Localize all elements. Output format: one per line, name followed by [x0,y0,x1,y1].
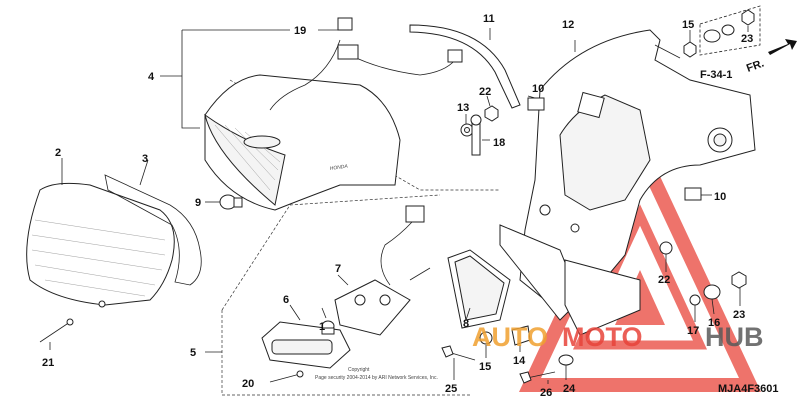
dashed-frame-5 [221,310,470,396]
leader-F34 [654,44,681,59]
callout-23b: 23 [733,309,745,321]
callout-21: 21 [42,357,54,369]
bolt-13 [460,123,474,137]
diagram-code: MJA4F3601 [718,383,779,395]
watermark-text: AUTO MOTO HUB [472,322,764,352]
bulb-9 [205,194,243,210]
callout-2: 2 [55,147,61,159]
nut-15-top [683,41,697,58]
license-lens [261,321,351,369]
wire-harness [269,17,463,111]
clip-14 [511,325,531,346]
callout-8: 8 [463,318,469,330]
callout-18: 18 [493,137,505,149]
harness-stay [409,24,521,109]
callout-24: 24 [563,383,576,395]
taillight-housing: HONDA [204,74,401,211]
callout-10b: 10 [714,191,726,203]
callout-16: 16 [708,317,720,329]
license-connector [405,205,425,223]
watermark-auto: AUTO [472,322,548,352]
brand-mark: HONDA [329,163,348,172]
callout-numbers: 1 2 3 4 5 6 7 8 9 10 10 11 12 13 14 15 1… [42,13,753,399]
front-arrow-icon [768,39,797,55]
nut-22-right [659,241,673,255]
bulb-1 [321,320,335,335]
copyright-text: Page security 2004-2014 by ARI Network S… [315,375,438,381]
callout-4: 4 [148,71,155,83]
bolt-26 [519,371,556,384]
reference-label: F-34-1 [700,69,732,81]
rubber-block-10b [684,187,702,201]
light-base [334,267,431,336]
license-wire [380,221,413,286]
lens-gasket [104,174,202,286]
callout-25: 25 [445,383,457,395]
callout-26: 26 [540,387,552,399]
taillight-lens [26,182,175,308]
detail-box [699,5,761,56]
callout-3: 3 [142,153,148,165]
callout-22b: 22 [658,274,670,286]
callout-15a: 15 [682,19,694,31]
nut-23-right [731,271,747,289]
rubber-block-10a [527,97,545,111]
leader-4 [181,30,200,129]
washer-24 [558,354,574,366]
callout-23a: 23 [741,33,753,45]
screw-21 [39,318,74,350]
callout-1: 1 [319,321,325,333]
callout-22a: 22 [479,86,491,98]
screw-20 [269,370,304,383]
callout-15b: 15 [479,361,491,373]
callout-5: 5 [190,347,196,359]
nut-15-bottom [479,331,493,345]
reflector [447,249,511,329]
copyright-title: Copyright [348,367,370,373]
collar-23-top [703,9,755,43]
callout-14: 14 [513,355,526,367]
dashed-frame-5-top [221,194,441,311]
watermark-hub: HUB [705,322,764,352]
callout-6: 6 [283,294,289,306]
callout-20: 20 [242,378,254,390]
callout-9: 9 [195,197,201,209]
rear-fender [499,29,756,336]
callout-17: 17 [687,325,699,337]
dashed-frame-4 [229,79,500,191]
washer-17 [689,294,701,306]
callout-10a: 10 [532,83,544,95]
direction-label: FR. [745,57,766,74]
callout-7: 7 [335,263,341,275]
callout-11: 11 [483,13,495,25]
leader-lines [61,26,749,384]
bolt-18 [470,114,490,156]
watermark-moto: MOTO [562,322,643,352]
callout-12: 12 [562,19,574,31]
nut-22-top [484,105,499,122]
bolt-25 [441,345,476,361]
callout-19: 19 [294,25,306,37]
collar-16 [703,284,721,300]
callout-13: 13 [457,102,469,114]
